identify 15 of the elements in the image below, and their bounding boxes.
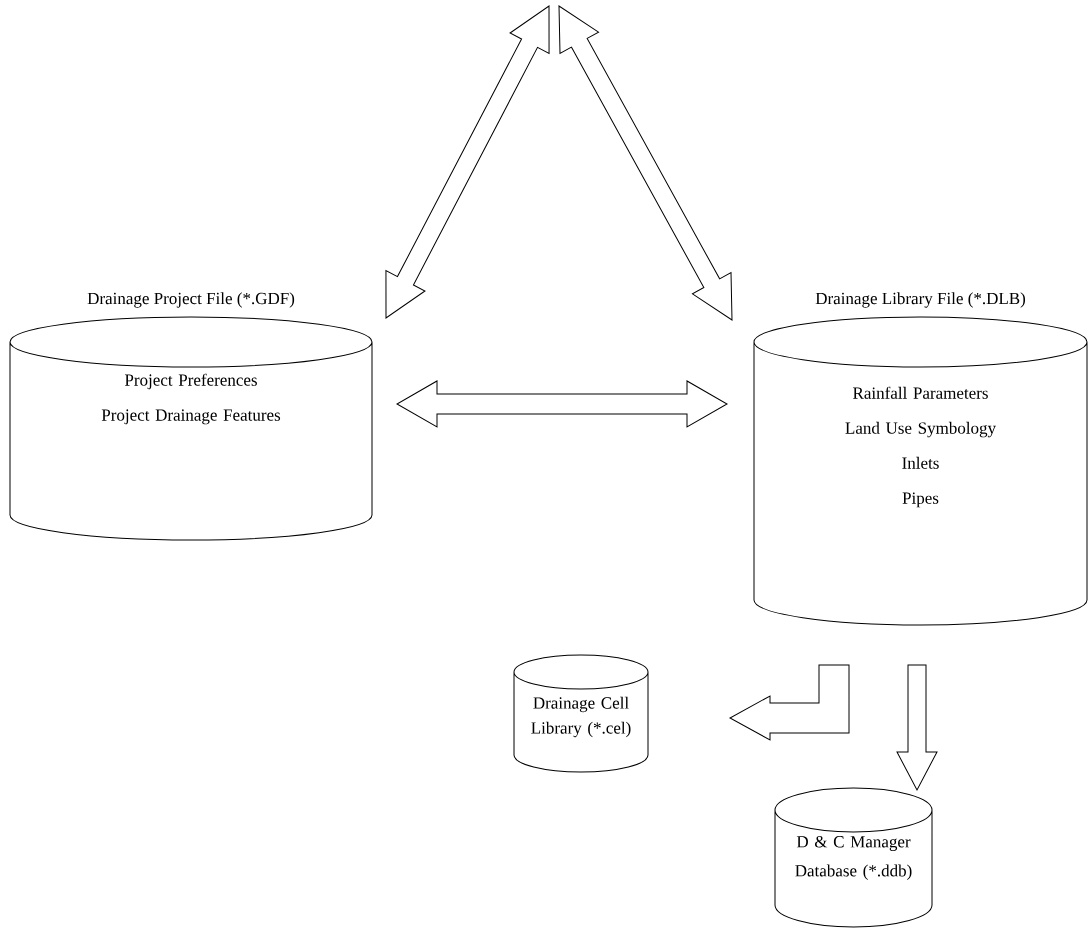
database-cylinder: Project Preferences Project Drainage Features [9,316,373,541]
node-label: Inlets [902,456,939,469]
block-arrow [729,664,850,741]
block-arrow [385,5,550,319]
cylinder-heading: Drainage Library File (*.DLB) [815,292,1026,308]
block-arrow [558,5,733,321]
database-cylinder: Drainage Cell Library (*.cel) [513,654,649,773]
block-arrow [896,664,938,791]
database-cylinder: Rainfall Parameters Land Use Symbology Inlets Pipes [753,316,1088,626]
node-label: Land Use Symbology [845,421,996,438]
cylinder-heading: Drainage Project File (*.GDF) [87,292,295,308]
node-label: Rainfall Parameters [853,386,988,399]
database-cylinder: D & C Manager Database (*.ddb) [774,787,933,928]
block-arrow [396,380,728,428]
node-label: Pipes [902,492,939,508]
